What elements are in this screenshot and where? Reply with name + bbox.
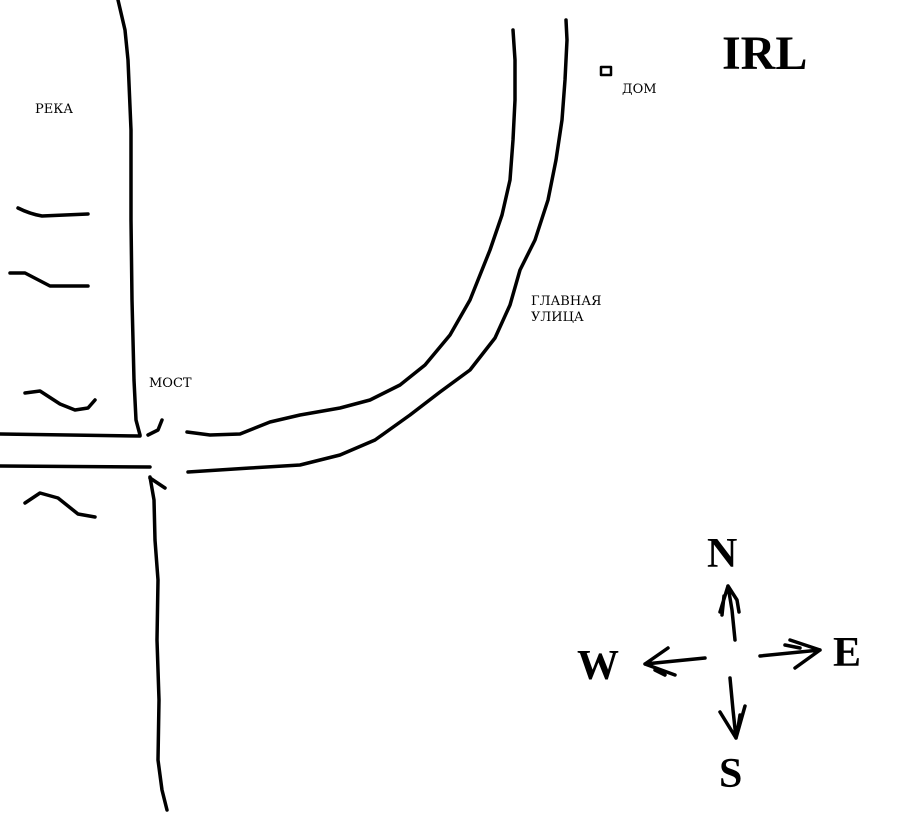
house-label: ДОМ	[622, 82, 657, 97]
compass-west: W	[577, 643, 619, 689]
river-bank-line	[116, 0, 142, 437]
compass-south: S	[719, 751, 743, 797]
river-wave	[23, 389, 97, 412]
bridge-top-left-line	[0, 432, 142, 438]
south-road-line	[148, 475, 169, 812]
south-arrow	[718, 676, 747, 740]
compass-east: E	[833, 630, 862, 676]
north-arrow	[718, 584, 741, 642]
main-street-inner-edge	[185, 28, 517, 437]
house-icon	[599, 65, 613, 77]
bridge-top-right-curve	[146, 418, 164, 437]
river-wave	[8, 271, 90, 288]
main-street-label-line1: ГЛАВНАЯ	[531, 294, 602, 309]
river-wave	[16, 206, 90, 218]
east-arrow	[758, 638, 822, 670]
bridge-small-diagonal	[148, 476, 167, 490]
map-title: IRL	[722, 27, 808, 80]
west-arrow	[643, 646, 707, 677]
river-wave	[23, 491, 97, 519]
main-street-label-line2: УЛИЦА	[531, 310, 584, 325]
compass-north: N	[707, 531, 738, 577]
river-label: РЕКА	[35, 102, 74, 117]
bridge-label: МОСТ	[149, 376, 192, 391]
bridge-bottom-line	[0, 464, 152, 469]
main-street-outer-edge	[186, 18, 569, 474]
